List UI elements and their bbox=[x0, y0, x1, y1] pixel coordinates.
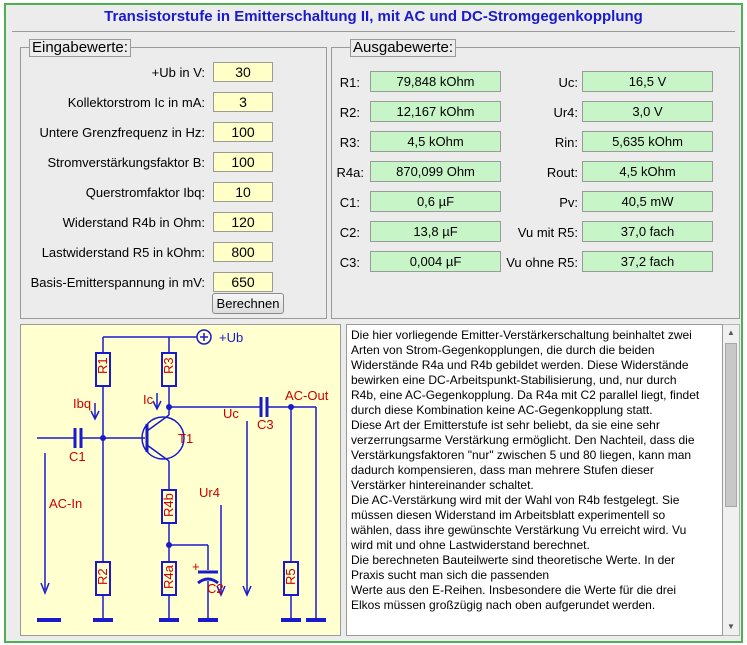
r4b-input[interactable]: 120 bbox=[213, 212, 273, 232]
ub-terminal-icon bbox=[196, 329, 212, 345]
ub-label: +Ub bbox=[219, 330, 243, 345]
input-label-ube: Basis-Emitterspannung in mV: bbox=[30, 275, 205, 290]
input-label-ub: +Ub in V: bbox=[151, 65, 205, 80]
output-label-ur4: Ur4: bbox=[553, 105, 578, 120]
ibq-input[interactable]: 10 bbox=[213, 182, 273, 202]
description-text: Die hier vorliegende Emitter-Verstärkers… bbox=[351, 328, 700, 612]
pv-value: 40,5 mW bbox=[582, 191, 713, 212]
output-label-vu-r5: Vu mit R5: bbox=[517, 225, 578, 240]
r1-value: 79,848 kOhm bbox=[370, 71, 501, 92]
r2-value: 12,167 kOhm bbox=[370, 101, 501, 122]
scroll-thumb[interactable] bbox=[725, 343, 737, 507]
c1-value: 0,6 µF bbox=[370, 191, 501, 212]
r4b-label: R4b bbox=[161, 493, 176, 517]
r2-label: R2 bbox=[95, 568, 110, 585]
t1-transistor-icon bbox=[141, 416, 185, 460]
c3-label: C3 bbox=[257, 417, 274, 432]
rin-value: 5,635 kOhm bbox=[582, 131, 713, 152]
r4a-label: R4a bbox=[161, 564, 176, 589]
ube-input[interactable]: 650 bbox=[213, 272, 273, 292]
output-legend: Ausgabewerte: bbox=[350, 39, 457, 57]
uc-value: 16,5 V bbox=[582, 71, 713, 92]
input-label-r5: Lastwiderstand R5 in kOhm: bbox=[41, 245, 205, 260]
r3-label: R3 bbox=[161, 357, 176, 374]
main-window: Transistorstufe in Emitterschaltung II, … bbox=[4, 3, 743, 643]
output-label-rout: Rout: bbox=[546, 165, 578, 180]
scroll-down-icon[interactable]: ▼ bbox=[727, 622, 735, 631]
scroll-up-icon[interactable]: ▲ bbox=[727, 328, 735, 337]
ic-input[interactable]: 3 bbox=[213, 92, 273, 112]
output-label-vu-no-r5: Vu ohne R5: bbox=[506, 255, 578, 270]
ic-label: Ic bbox=[143, 392, 154, 407]
output-label-c3: C3: bbox=[339, 255, 360, 270]
output-label-r4a: R4a: bbox=[336, 165, 364, 180]
input-group: Eingabewerte: +Ub in V: 30 Kollektorstro… bbox=[20, 39, 327, 319]
c3-value: 0,004 µF bbox=[370, 251, 501, 272]
output-label-pv: Pv: bbox=[559, 195, 578, 210]
r5-label: R5 bbox=[283, 568, 298, 585]
input-legend: Eingabewerte: bbox=[29, 39, 131, 57]
t1-label: T1 bbox=[178, 431, 193, 446]
output-label-r1: R1: bbox=[339, 75, 360, 90]
output-label-c2: C2: bbox=[339, 225, 360, 240]
r1-label: R1 bbox=[95, 357, 110, 374]
input-label-ic: Kollektorstrom Ic in mA: bbox=[67, 95, 205, 110]
ur4-value: 3,0 V bbox=[582, 101, 713, 122]
input-label-r4b: Widerstand R4b in Ohm: bbox=[62, 215, 205, 230]
ac-out-label: AC-Out bbox=[285, 388, 329, 403]
vu-with-r5-value: 37,0 fach bbox=[582, 221, 713, 242]
calculate-button[interactable]: Berechnen bbox=[212, 293, 284, 314]
input-label-fu: Untere Grenzfrequenz in Hz: bbox=[39, 125, 205, 140]
r4a-value: 870,099 Ohm bbox=[370, 161, 501, 182]
gain-b-input[interactable]: 100 bbox=[213, 152, 273, 172]
output-group: Ausgabewerte: R1: 79,848 kOhm R2: 12,167… bbox=[331, 39, 740, 319]
c2-polarity-label: + bbox=[192, 559, 200, 574]
uc-label: Uc bbox=[223, 406, 239, 421]
c1-label: C1 bbox=[69, 449, 86, 464]
c2-value: 13,8 µF bbox=[370, 221, 501, 242]
r3-value: 4,5 kOhm bbox=[370, 131, 501, 152]
c2-label: C2 bbox=[207, 581, 224, 596]
description-panel[interactable]: Die hier vorliegende Emitter-Verstärkers… bbox=[346, 324, 723, 636]
output-label-rin: Rin: bbox=[554, 135, 578, 150]
description-scrollbar[interactable]: ▲ ▼ bbox=[723, 324, 740, 636]
ac-in-label: AC-In bbox=[49, 496, 82, 511]
output-label-c1: C1: bbox=[339, 195, 360, 210]
output-label-r2: R2: bbox=[339, 105, 360, 120]
ub-input[interactable]: 30 bbox=[213, 62, 273, 82]
output-label-r3: R3: bbox=[339, 135, 360, 150]
r5-input[interactable]: 800 bbox=[213, 242, 273, 262]
page-title: Transistorstufe in Emitterschaltung II, … bbox=[104, 8, 643, 25]
vu-without-r5-value: 37,2 fach bbox=[582, 251, 713, 272]
ibq-label: Ibq bbox=[73, 396, 91, 411]
input-label-ibq: Querstromfaktor Ibq: bbox=[85, 185, 205, 200]
input-label-b: Stromverstärkungsfaktor B: bbox=[47, 155, 206, 170]
title-divider bbox=[12, 31, 735, 32]
ur4-label: Ur4 bbox=[199, 485, 220, 500]
rout-value: 4,5 kOhm bbox=[582, 161, 713, 182]
output-label-uc: Uc: bbox=[558, 75, 579, 90]
circuit-diagram: R1 R3 R2 R4b R4a R5 Ibq Ic T1 C1 C3 Uc A… bbox=[20, 324, 341, 636]
frequency-input[interactable]: 100 bbox=[213, 122, 273, 142]
